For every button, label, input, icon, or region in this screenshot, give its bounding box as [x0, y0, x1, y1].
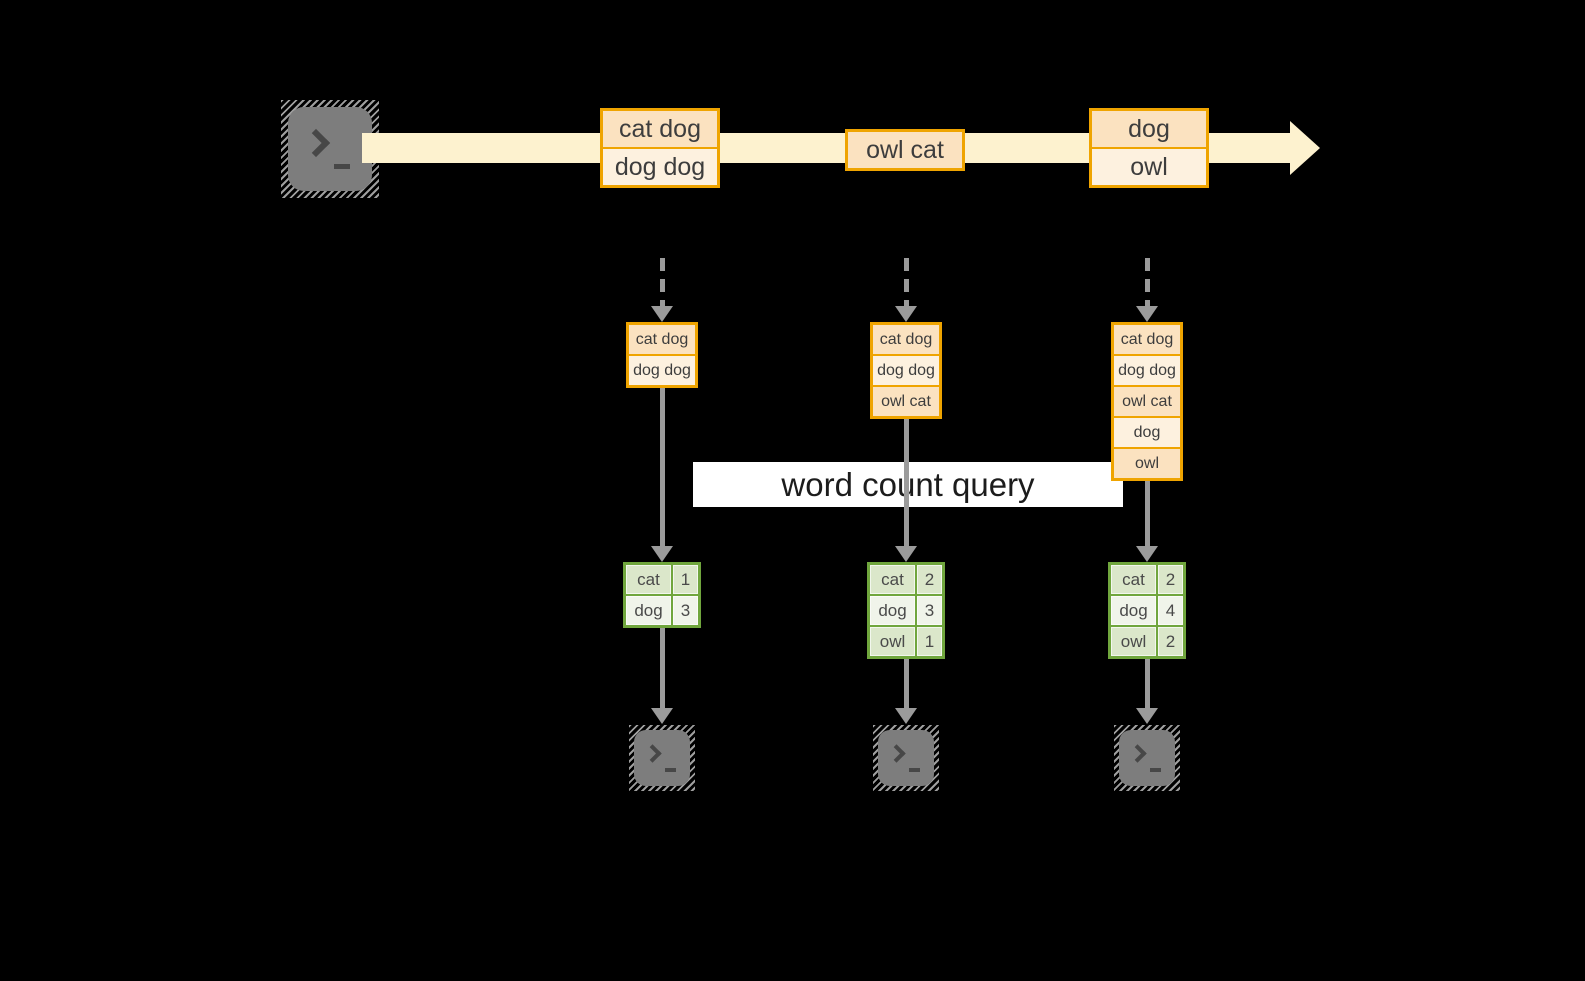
arrowhead-icon: [1136, 708, 1158, 724]
batch-row: cat dog: [603, 111, 717, 147]
result-count: 2: [1158, 565, 1183, 594]
query-arrow-2: [904, 419, 909, 546]
prompt-cursor-icon: [1150, 768, 1161, 772]
result-count: 1: [917, 627, 942, 656]
input-table-3: cat dog dog dog owl cat dog owl: [1111, 322, 1183, 481]
result-word: dog: [870, 596, 915, 625]
result-table-3: cat 2 dog 4 owl 2: [1108, 562, 1186, 659]
stream-batch-3: dog owl: [1089, 108, 1209, 188]
input-row: dog dog: [629, 354, 695, 385]
terminal-screen: [1119, 730, 1175, 786]
result-word: cat: [1111, 565, 1156, 594]
output-arrow-3: [1145, 659, 1150, 708]
input-row: dog: [1114, 416, 1180, 447]
prompt-chevron-icon: [1128, 744, 1147, 763]
terminal-sink-icon-2: [873, 725, 939, 791]
stream-batch-1: cat dog dog dog: [600, 108, 720, 188]
input-row: cat dog: [1114, 325, 1180, 354]
arrowhead-icon: [895, 306, 917, 322]
arrowhead-icon: [651, 708, 673, 724]
trigger-arrow-3: [1145, 258, 1150, 306]
result-word: cat: [626, 565, 671, 594]
batch-row: dog dog: [603, 147, 717, 185]
batch-row: dog: [1092, 111, 1206, 147]
trigger-arrow-1: [660, 258, 665, 306]
result-word: cat: [870, 565, 915, 594]
result-count: 3: [917, 596, 942, 625]
batch-row: owl: [1092, 147, 1206, 185]
terminal-screen: [634, 730, 690, 786]
stream-batch-2: owl cat: [845, 129, 965, 171]
prompt-chevron-icon: [301, 128, 331, 158]
output-arrow-2: [904, 659, 909, 708]
result-word: dog: [626, 596, 671, 625]
query-arrow-1: [660, 388, 665, 546]
output-arrow-1: [660, 628, 665, 708]
result-word: dog: [1111, 596, 1156, 625]
arrowhead-icon: [1136, 546, 1158, 562]
terminal-sink-icon-1: [629, 725, 695, 791]
input-row: owl cat: [1114, 385, 1180, 416]
arrowhead-icon: [651, 546, 673, 562]
arrowhead-icon: [651, 306, 673, 322]
input-table-2: cat dog dog dog owl cat: [870, 322, 942, 419]
result-count: 3: [673, 596, 698, 625]
result-count: 2: [1158, 627, 1183, 656]
prompt-chevron-icon: [887, 744, 906, 763]
arrowhead-icon: [1136, 306, 1158, 322]
result-count: 4: [1158, 596, 1183, 625]
input-row: cat dog: [629, 325, 695, 354]
result-word: owl: [870, 627, 915, 656]
terminal-screen: [878, 730, 934, 786]
result-word: owl: [1111, 627, 1156, 656]
trigger-arrow-2: [904, 258, 909, 306]
input-row: cat dog: [873, 325, 939, 354]
result-table-2: cat 2 dog 3 owl 1: [867, 562, 945, 659]
input-row: owl: [1114, 447, 1180, 478]
input-row: dog dog: [873, 354, 939, 385]
prompt-cursor-icon: [334, 164, 350, 169]
stream-arrowhead-icon: [1290, 121, 1320, 175]
terminal-sink-icon-3: [1114, 725, 1180, 791]
result-count: 1: [673, 565, 698, 594]
result-table-1: cat 1 dog 3: [623, 562, 701, 628]
arrowhead-icon: [895, 708, 917, 724]
input-row: dog dog: [1114, 354, 1180, 385]
prompt-cursor-icon: [909, 768, 920, 772]
terminal-screen: [288, 107, 372, 191]
result-count: 2: [917, 565, 942, 594]
arrowhead-icon: [895, 546, 917, 562]
prompt-chevron-icon: [643, 744, 662, 763]
input-table-1: cat dog dog dog: [626, 322, 698, 388]
prompt-cursor-icon: [665, 768, 676, 772]
batch-row: owl cat: [848, 132, 962, 168]
query-arrow-3: [1145, 481, 1150, 546]
input-row: owl cat: [873, 385, 939, 416]
